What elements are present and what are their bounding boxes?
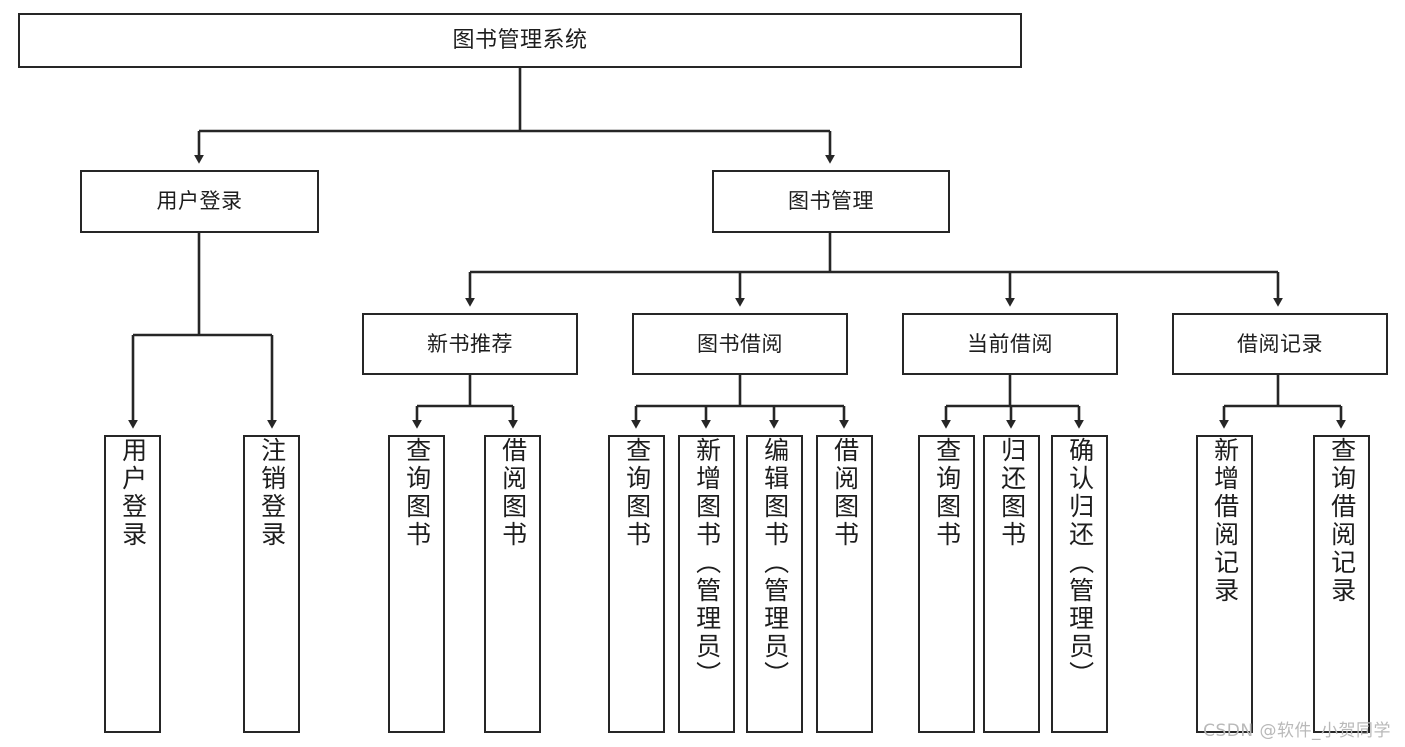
node-book-borrow[interactable]: 图书借阅	[632, 313, 848, 375]
node-user-login[interactable]: 用户登录	[80, 170, 319, 233]
node-new-book-recommend[interactable]: 新书推荐	[362, 313, 578, 375]
node-label: 编辑图书（管理员）	[760, 437, 790, 689]
node-label: 新书推荐	[427, 331, 513, 356]
node-label: 新增图书（管理员）	[692, 437, 722, 689]
node-label: 查询图书	[402, 437, 432, 549]
node-root-system[interactable]: 图书管理系统	[18, 13, 1022, 68]
node-label: 图书借阅	[697, 331, 783, 356]
leaf-recommend-query-book[interactable]: 查询图书	[388, 435, 445, 733]
node-label: 借阅图书	[830, 437, 860, 549]
leaf-record-query-record[interactable]: 查询借阅记录	[1313, 435, 1370, 733]
leaf-user-login-login[interactable]: 用户登录	[104, 435, 161, 733]
node-label: 用户登录	[156, 189, 243, 214]
node-label: 借阅记录	[1237, 331, 1323, 356]
leaf-borrow-query-book[interactable]: 查询图书	[608, 435, 665, 733]
node-label: 查询图书	[932, 437, 962, 549]
leaf-borrow-add-book-admin[interactable]: 新增图书（管理员）	[678, 435, 735, 733]
watermark-text: CSDN @软件_小贺同学	[1203, 721, 1391, 741]
node-book-management[interactable]: 图书管理	[712, 170, 950, 233]
leaf-current-return-book[interactable]: 归还图书	[983, 435, 1040, 733]
node-label: 图书管理系统	[452, 27, 588, 53]
node-label: 查询借阅记录	[1327, 437, 1357, 605]
leaf-current-query-book[interactable]: 查询图书	[918, 435, 975, 733]
node-label: 确认归还（管理员）	[1065, 437, 1095, 689]
node-label: 用户登录	[118, 437, 148, 549]
node-label: 当前借阅	[967, 331, 1053, 356]
node-label: 新增借阅记录	[1210, 437, 1240, 605]
node-label: 归还图书	[997, 437, 1027, 549]
leaf-borrow-edit-book-admin[interactable]: 编辑图书（管理员）	[746, 435, 803, 733]
node-label: 查询图书	[622, 437, 652, 549]
node-current-borrow[interactable]: 当前借阅	[902, 313, 1118, 375]
node-label: 注销登录	[257, 437, 287, 549]
leaf-user-login-logout[interactable]: 注销登录	[243, 435, 300, 733]
node-label: 借阅图书	[498, 437, 528, 549]
leaf-current-confirm-return-admin[interactable]: 确认归还（管理员）	[1051, 435, 1108, 733]
leaf-borrow-borrow-book[interactable]: 借阅图书	[816, 435, 873, 733]
node-borrow-record[interactable]: 借阅记录	[1172, 313, 1388, 375]
node-label: 图书管理	[788, 189, 874, 214]
leaf-record-add-record[interactable]: 新增借阅记录	[1196, 435, 1253, 733]
leaf-recommend-borrow-book[interactable]: 借阅图书	[484, 435, 541, 733]
